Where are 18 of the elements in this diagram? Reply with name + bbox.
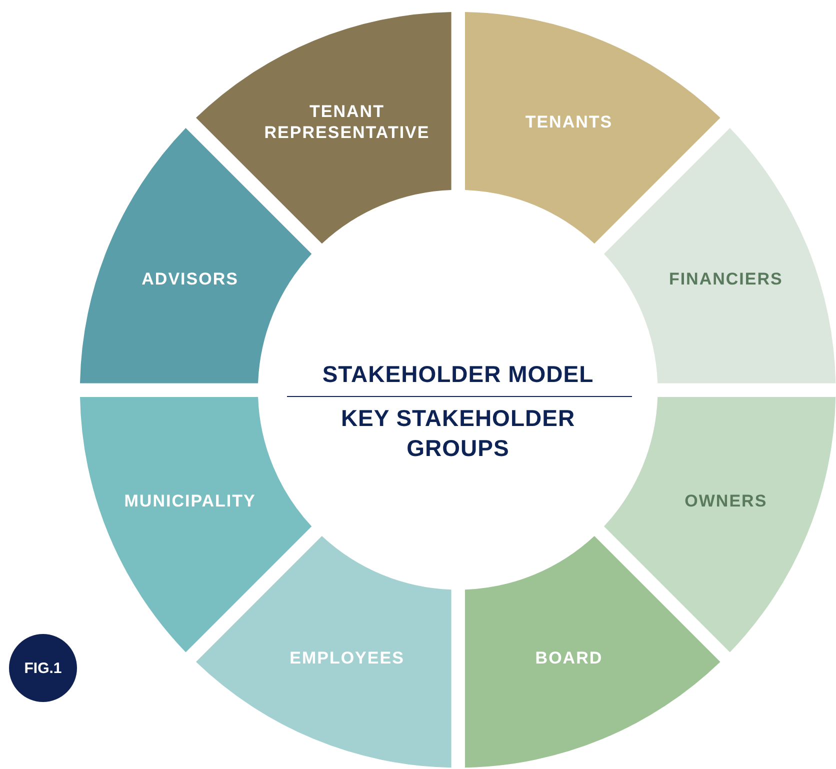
model-title: STAKEHOLDER MODEL <box>321 360 595 389</box>
ring-segment <box>465 12 720 244</box>
segment-label: FINANCIERS <box>668 268 784 290</box>
ring-segment <box>80 397 312 652</box>
segment-label: TENANT REPRESENTATIVE <box>263 100 431 144</box>
segment-label: MUNICIPALITY <box>123 490 257 512</box>
model-subtitle: KEY STAKEHOLDER GROUPS <box>340 404 576 463</box>
segment-label: ADVISORS <box>140 268 240 290</box>
figure-badge: FIG.1 <box>9 634 77 702</box>
segment-label: BOARD <box>534 647 604 669</box>
segment-label: TENANTS <box>524 111 614 133</box>
ring-segment <box>604 128 836 383</box>
ring-segment <box>604 397 836 652</box>
ring-segment <box>465 536 720 768</box>
segment-label: EMPLOYEES <box>288 647 406 669</box>
segment-label: OWNERS <box>684 490 768 512</box>
ring-segment <box>196 12 451 244</box>
ring-segment <box>196 536 451 768</box>
